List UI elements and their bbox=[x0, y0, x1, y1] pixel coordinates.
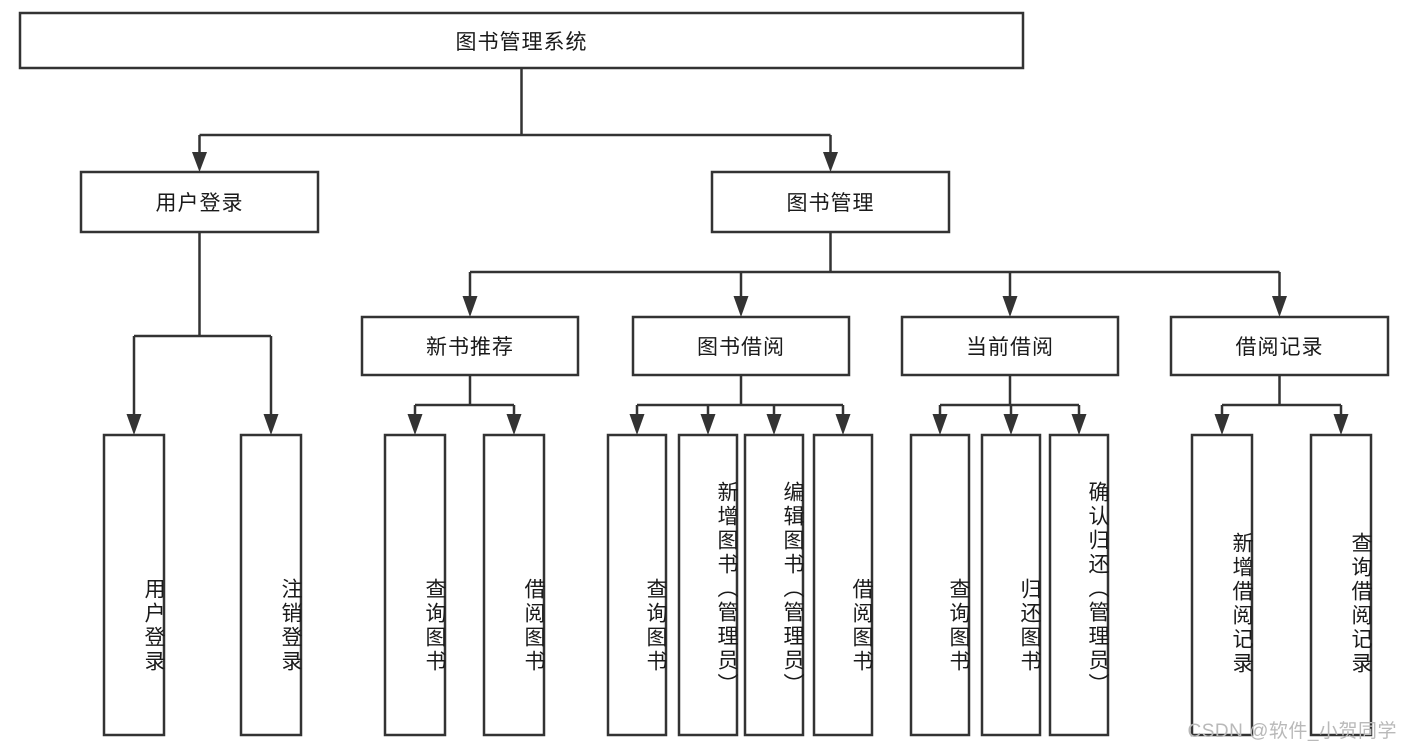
connector-current-borrow-to-leaves bbox=[932, 375, 1087, 435]
connector-book-management-to-level3 bbox=[462, 232, 1287, 317]
node-box-leaf-add-book-admin[interactable] bbox=[677, 433, 739, 737]
node-box-leaf-query-borrow-record[interactable] bbox=[1309, 433, 1373, 737]
node-box-book-management[interactable] bbox=[710, 170, 951, 234]
node-box-leaf-query-book-2[interactable] bbox=[606, 433, 668, 737]
node-box-leaf-add-borrow-record[interactable] bbox=[1190, 433, 1254, 737]
node-box-leaf-confirm-return-admin[interactable] bbox=[1048, 433, 1110, 737]
node-box-book-borrow[interactable] bbox=[631, 315, 851, 377]
watermark: CSDN @软件_小贺同学 bbox=[1187, 721, 1397, 742]
node-box-new-book-recommend[interactable] bbox=[360, 315, 580, 377]
node-box-leaf-user-login[interactable] bbox=[102, 433, 166, 737]
node-box-leaf-borrow-book-2[interactable] bbox=[812, 433, 874, 737]
node-box-leaf-edit-book-admin[interactable] bbox=[743, 433, 805, 737]
node-box-leaf-query-book-3[interactable] bbox=[909, 433, 971, 737]
node-box-user-login[interactable] bbox=[79, 170, 320, 234]
node-box-current-borrow[interactable] bbox=[900, 315, 1120, 377]
connector-book-borrow-to-leaves bbox=[629, 375, 851, 435]
node-box-borrow-record[interactable] bbox=[1169, 315, 1390, 377]
node-box-root[interactable] bbox=[18, 11, 1025, 70]
connector-user-login-to-leaves bbox=[126, 232, 279, 435]
connector-borrow-record-to-leaves bbox=[1214, 375, 1349, 435]
node-box-leaf-borrow-book-1[interactable] bbox=[482, 433, 546, 737]
node-box-leaf-return-book[interactable] bbox=[980, 433, 1042, 737]
connector-new-book-recommend-to-leaves bbox=[407, 375, 522, 435]
node-box-leaf-logout[interactable] bbox=[239, 433, 303, 737]
connector-root-to-level2 bbox=[192, 68, 838, 172]
node-box-leaf-query-book-1[interactable] bbox=[383, 433, 447, 737]
